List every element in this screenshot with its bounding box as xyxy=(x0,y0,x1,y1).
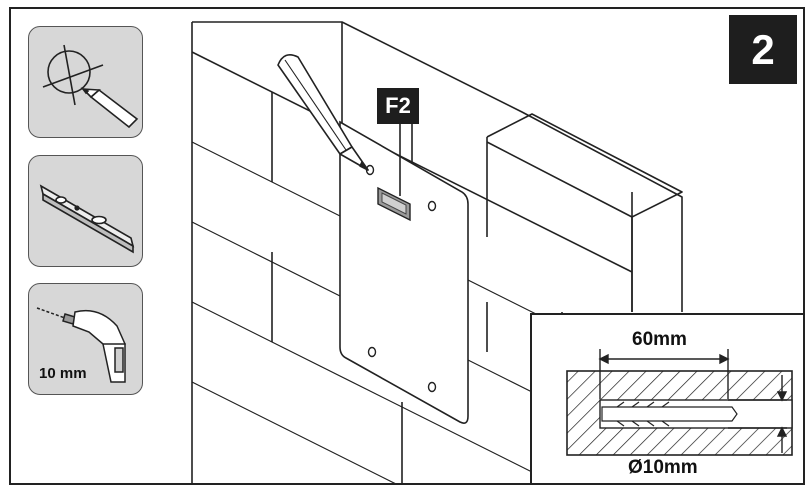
step-number-badge: 2 xyxy=(729,15,797,84)
template-hole xyxy=(427,381,437,393)
level-tool-panel xyxy=(28,155,143,267)
marking-pencil xyxy=(277,54,369,171)
wall-course xyxy=(191,301,533,473)
pencil-icon xyxy=(42,44,139,129)
mounting-template xyxy=(339,120,469,424)
drill-tool-panel: 10 mm xyxy=(28,283,143,395)
spirit-level-icon xyxy=(39,184,135,254)
drill-bit-size: 10 mm xyxy=(39,365,87,382)
pencil-tool-panel xyxy=(28,26,143,138)
drill-depth-label: 60mm xyxy=(632,329,687,350)
drill-diameter-label: Ø10mm xyxy=(628,457,698,478)
wall-top-edge xyxy=(192,21,683,312)
template-hole xyxy=(427,200,437,212)
drill-icon xyxy=(36,307,126,383)
template-hole xyxy=(367,346,377,358)
wall-scene xyxy=(191,21,683,483)
illustration-frame: 10 mm 2 F2 xyxy=(9,7,805,485)
wall-course xyxy=(191,381,396,483)
f2-bracket xyxy=(377,122,411,222)
wall-plug-cross-section xyxy=(566,349,793,456)
drill-depth-detail: 60mm Ø10mm xyxy=(530,313,803,483)
part-label-f2: F2 xyxy=(377,88,419,124)
